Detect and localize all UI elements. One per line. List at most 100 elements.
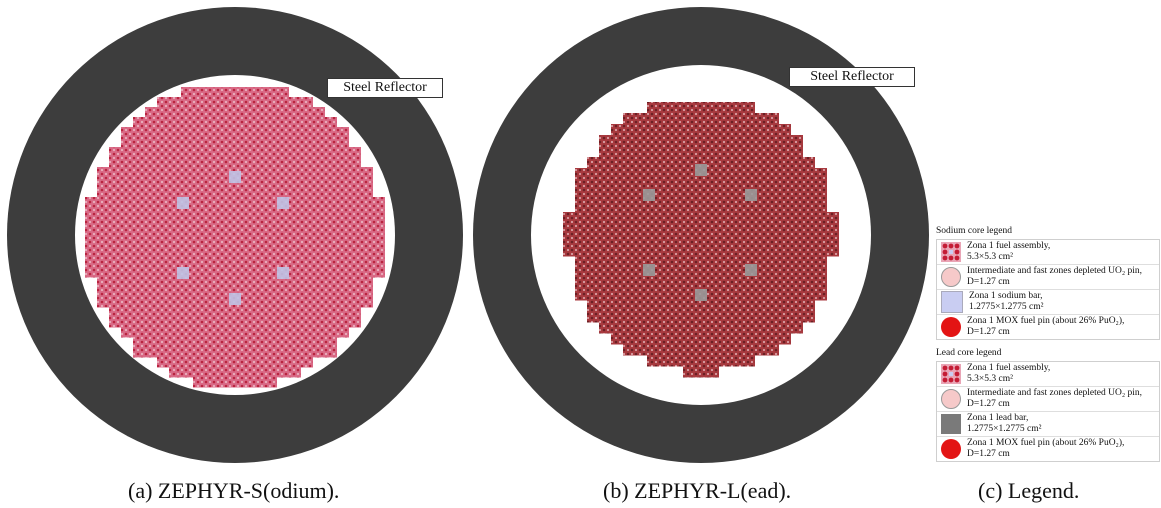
legend-text: Zona 1 MOX fuel pin (about 26% PuO₂),D=1…: [967, 316, 1124, 338]
depleted-pin-icon: [941, 389, 961, 409]
legend-line1: Zona 1 MOX fuel pin (about 26% PuO₂),: [967, 316, 1125, 326]
bar-position-marker: [229, 293, 241, 305]
legend-line2: 1.2775×1.2775 cm²: [967, 424, 1042, 434]
legend-text: Zona 1 lead bar,1.2775×1.2775 cm²: [967, 413, 1041, 435]
bar-position-marker: [277, 267, 289, 279]
bar-position-marker: [745, 189, 757, 201]
lead-core-diagram: [473, 7, 929, 463]
core-band: [563, 223, 839, 235]
bar-position-marker: [695, 289, 707, 301]
legend-line2: 5.3×5.3 cm²: [967, 374, 1013, 384]
core-band: [97, 277, 373, 288]
legend-text: Intermediate and fast zones depleted UO₂…: [967, 266, 1142, 288]
legend-row: Intermediate and fast zones depleted UO₂…: [937, 265, 1159, 290]
legend-caption: (c) Legend.: [978, 478, 1080, 503]
legend-text: Zona 1 fuel assembly,5.3×5.3 cm²: [967, 241, 1050, 263]
mox-pin-icon: [941, 439, 961, 459]
legend-line1: Intermediate and fast zones depleted UO₂…: [967, 388, 1143, 398]
core-band: [85, 237, 385, 248]
core-band: [599, 135, 803, 147]
legend-line2: D=1.27 cm: [967, 277, 1010, 287]
lead-caption: (b) ZEPHYR-L(ead).: [603, 478, 792, 503]
bar-position-marker: [643, 189, 655, 201]
bar-position-marker: [177, 197, 189, 209]
core-lattice: [85, 87, 385, 388]
core-band: [157, 357, 313, 368]
core-band: [623, 113, 779, 125]
core-band: [647, 355, 755, 367]
legend-line1: Intermediate and fast zones depleted UO₂…: [967, 266, 1143, 276]
legend-text: Zona 1 sodium bar,1.2775×1.2775 cm²: [969, 291, 1043, 313]
bar-position-marker: [643, 264, 655, 276]
legend-line2: 5.3×5.3 cm²: [967, 252, 1013, 262]
core-band: [563, 245, 839, 257]
bar-position-marker: [695, 164, 707, 176]
lead-bar-icon: [941, 414, 961, 434]
core-band: [85, 267, 385, 278]
legend: Sodium core legend Zona 1 fuel assembly,…: [936, 226, 1160, 462]
core-band: [181, 87, 289, 98]
legend-row: Zona 1 fuel assembly,5.3×5.3 cm²: [937, 362, 1159, 387]
core-band: [109, 307, 361, 318]
core-band: [85, 207, 385, 218]
core-band: [587, 311, 815, 323]
legend-text: Zona 1 MOX fuel pin (about 26% PuO₂),D=1…: [967, 438, 1124, 460]
legend-row: Zona 1 fuel assembly,5.3×5.3 cm²: [937, 240, 1159, 265]
legend-line1: Zona 1 fuel assembly,: [967, 241, 1051, 251]
core-band: [121, 127, 349, 138]
core-band: [97, 287, 373, 298]
depleted-pin-icon: [941, 267, 961, 287]
core-band: [121, 327, 349, 338]
bar-position-marker: [229, 171, 241, 183]
core-band: [85, 257, 385, 268]
core-band: [85, 197, 385, 208]
legend-line2: D=1.27 cm: [967, 449, 1010, 459]
legend-row: Zona 1 MOX fuel pin (about 26% PuO₂),D=1…: [937, 315, 1159, 339]
legend-text: Intermediate and fast zones depleted UO₂…: [967, 388, 1142, 410]
core-band: [133, 337, 337, 348]
core-band: [611, 124, 791, 136]
legend-line1: Zona 1 MOX fuel pin (about 26% PuO₂),: [967, 438, 1125, 448]
sodium-legend-title: Sodium core legend: [936, 226, 1012, 236]
core-band: [611, 333, 791, 345]
core-band: [587, 157, 815, 169]
fuel-assembly-icon: [941, 364, 961, 384]
sodium-caption: (a) ZEPHYR-S(odium).: [128, 478, 340, 503]
core-band: [647, 102, 755, 114]
core-band: [683, 366, 719, 378]
legend-row: Zona 1 sodium bar,1.2775×1.2775 cm²: [937, 290, 1159, 315]
core-band: [133, 347, 337, 358]
bar-position-marker: [745, 264, 757, 276]
core-band: [575, 278, 827, 290]
core-band: [575, 190, 827, 202]
core-band: [563, 234, 839, 246]
core-band: [575, 267, 827, 279]
core-band: [575, 256, 827, 268]
core-band: [109, 317, 361, 328]
legend-line1: Zona 1 sodium bar,: [969, 291, 1043, 301]
core-band: [599, 322, 803, 334]
legend-line2: D=1.27 cm: [967, 399, 1010, 409]
core-band: [109, 157, 361, 168]
legend-line2: 1.2775×1.2775 cm²: [969, 302, 1044, 312]
core-band: [575, 201, 827, 213]
bar-position-marker: [277, 197, 289, 209]
legend-line2: D=1.27 cm: [967, 327, 1010, 337]
core-band: [575, 179, 827, 191]
sodium-core-diagram: [7, 7, 463, 463]
sodium-reflector-label: Steel Reflector: [327, 78, 443, 98]
core-band: [563, 212, 839, 224]
sodium-bar-icon: [941, 291, 963, 313]
mox-pin-icon: [941, 317, 961, 337]
legend-row: Zona 1 lead bar,1.2775×1.2775 cm²: [937, 412, 1159, 437]
bar-position-marker: [177, 267, 189, 279]
legend-line1: Zona 1 lead bar,: [967, 413, 1029, 423]
core-band: [85, 247, 385, 258]
legend-row: Intermediate and fast zones depleted UO₂…: [937, 387, 1159, 412]
fuel-assembly-icon: [941, 242, 961, 262]
core-band: [133, 117, 337, 128]
core-band: [193, 377, 277, 388]
core-band: [109, 147, 361, 158]
core-band: [97, 187, 373, 198]
